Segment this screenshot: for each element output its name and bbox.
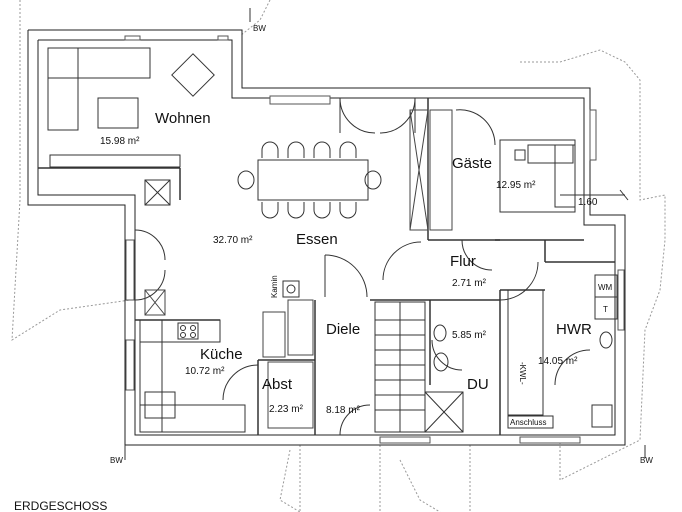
room-name-kueche: Küche	[200, 346, 243, 363]
room-area-essen: 32.70 m²	[213, 235, 253, 246]
bw-marker-label: BW	[253, 24, 266, 33]
bw-marker-label: BW	[640, 456, 653, 465]
doors	[134, 97, 591, 436]
kwl-label: -KWL-	[518, 362, 527, 385]
room-name-flur: Flur	[450, 253, 476, 270]
staircase	[374, 301, 426, 433]
furniture-kueche	[139, 319, 246, 433]
furniture-essen	[237, 141, 382, 219]
kamin-box	[282, 280, 300, 298]
room-area-wohnen: 15.98 m²	[100, 136, 140, 147]
roof-outline	[11, 0, 666, 512]
room-area-diele: 8.18 m²	[326, 405, 361, 416]
interior-walls	[38, 98, 615, 435]
room-area-flur: 2.71 m²	[452, 278, 487, 289]
room-name-hwr: HWR	[556, 321, 592, 338]
room-name-diele: Diele	[326, 321, 360, 338]
dimension-marker	[560, 189, 629, 201]
room-name-abst: Abst	[262, 376, 293, 393]
room-name-essen: Essen	[296, 231, 338, 248]
dimension-label: 1.60	[578, 197, 598, 208]
kamin-icon	[286, 284, 296, 294]
room-name-du: DU	[467, 376, 489, 393]
floor-title: ERDGESCHOSS	[14, 499, 107, 512]
kamin-label: Kamin	[270, 275, 279, 298]
wm-label: WM	[598, 283, 613, 292]
room-area-hwr: 14.05 m²	[538, 356, 578, 367]
room-area-kueche: 10.72 m²	[185, 366, 225, 377]
windows	[124, 35, 625, 444]
anschluss-label: Anschluss	[510, 418, 546, 427]
room-area-du: 5.85 m²	[452, 330, 487, 341]
furniture-gaeste	[499, 139, 576, 213]
room-name-gaeste: Gäste	[452, 155, 492, 172]
bw-marker-lines	[124, 8, 646, 460]
room-area-gaeste: 12.95 m²	[496, 180, 536, 191]
room-area-abst: 2.23 m²	[269, 404, 304, 415]
furniture-hwr	[507, 274, 618, 429]
room-name-wohnen: Wohnen	[155, 110, 211, 127]
t-label: T	[603, 305, 608, 314]
furniture-du	[424, 324, 464, 433]
furniture-wohnen	[47, 47, 215, 206]
outer-walls	[27, 29, 626, 446]
cabinets	[144, 109, 453, 429]
bw-marker-label: BW	[110, 456, 123, 465]
